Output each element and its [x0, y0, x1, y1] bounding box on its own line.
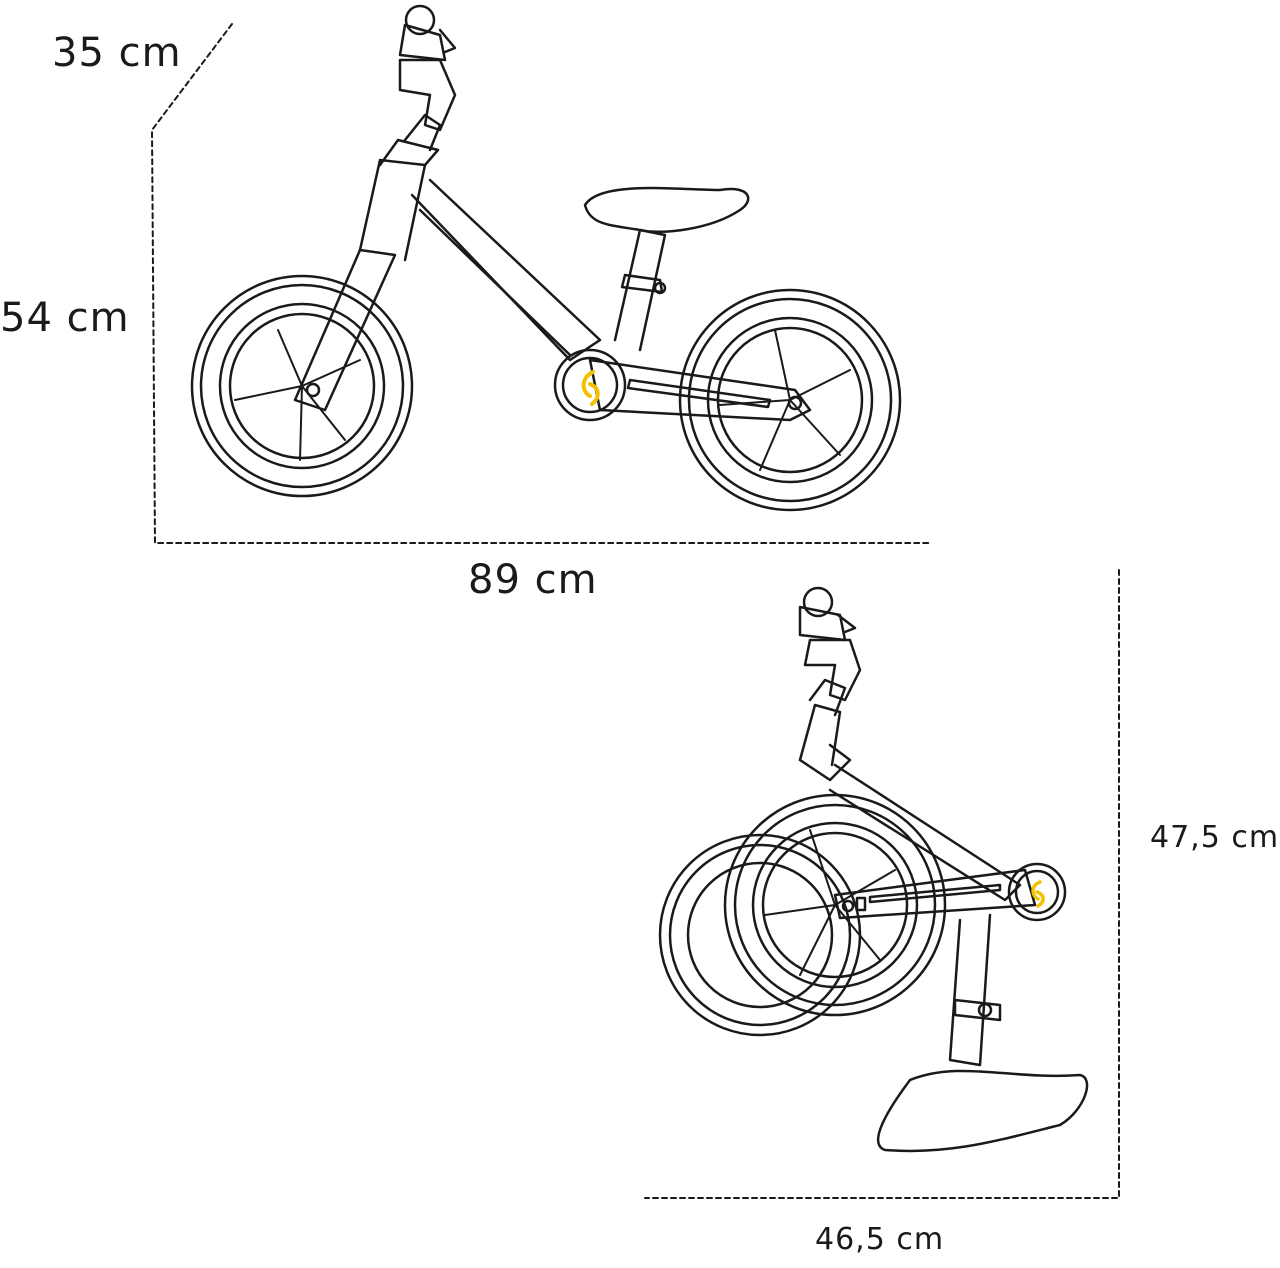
- handlebar-width-label: 35 cm: [52, 30, 182, 76]
- hub-logo-icon: [581, 370, 600, 406]
- folded-height-label: 47,5 cm: [1150, 820, 1280, 855]
- folded-bike: [658, 586, 1089, 1153]
- assembled-dimension-lines: [151, 23, 931, 544]
- assembled-height-label: 54 cm: [0, 295, 130, 341]
- folded-hub-logo-icon: [1031, 880, 1045, 908]
- folded-dimension-lines: [644, 569, 1120, 1199]
- assembled-bike: [190, 4, 902, 512]
- assembled-length-label: 89 cm: [468, 557, 598, 603]
- folded-length-label: 46,5 cm: [815, 1222, 945, 1257]
